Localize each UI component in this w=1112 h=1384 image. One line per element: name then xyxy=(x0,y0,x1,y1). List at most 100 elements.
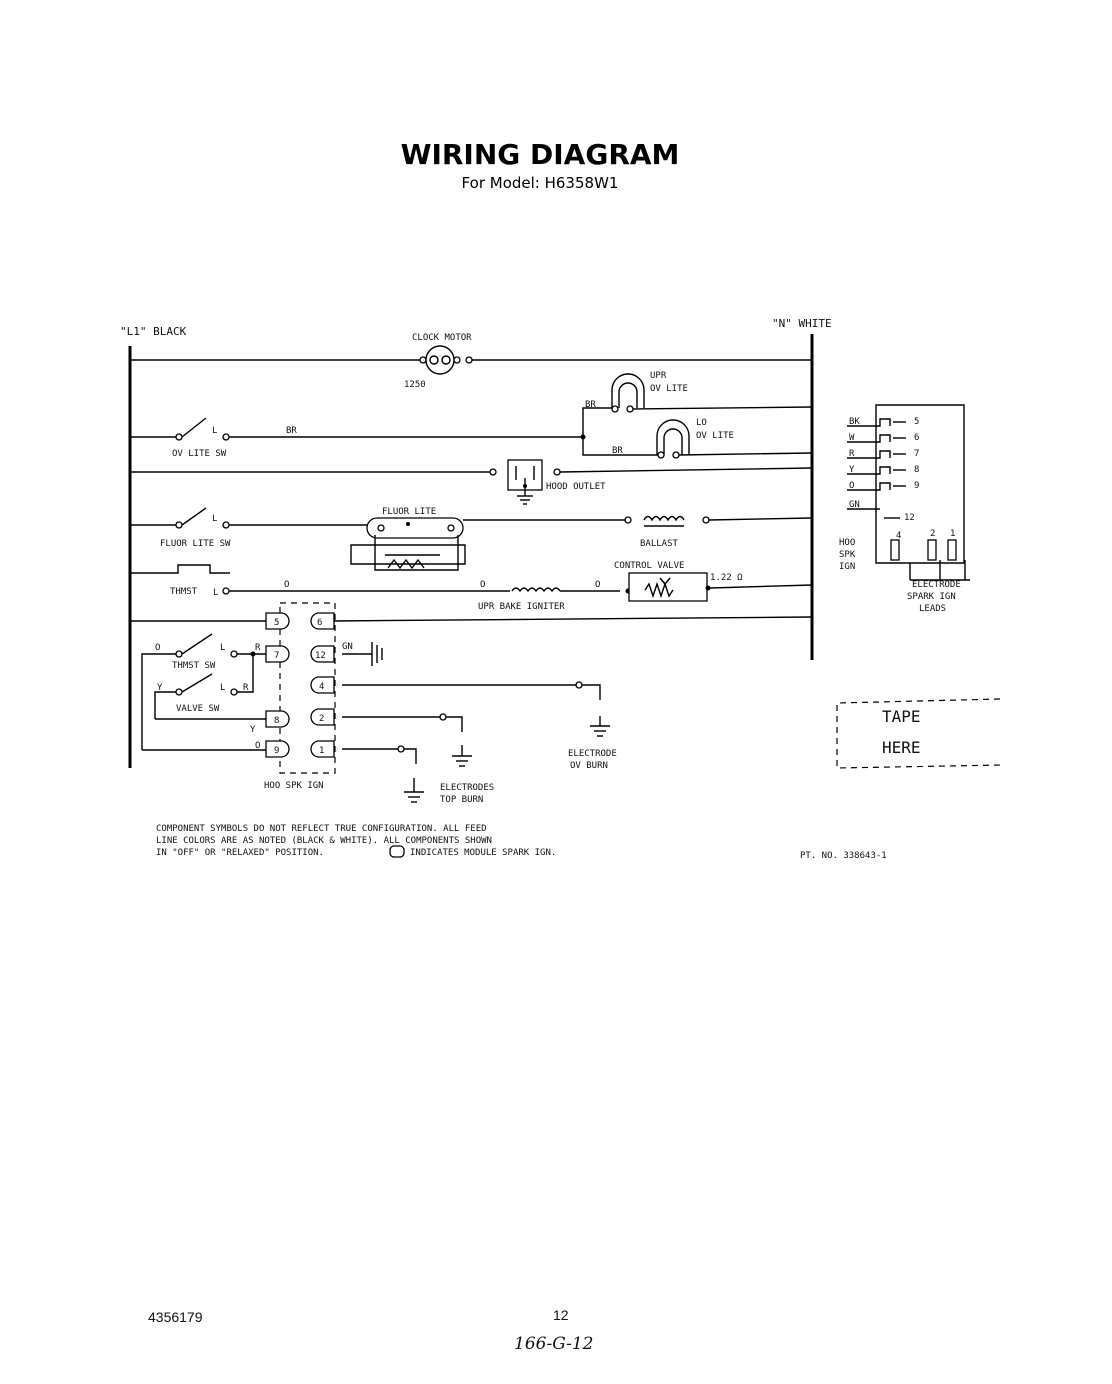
svg-text:L: L xyxy=(220,643,225,653)
wire-y-pin8: Y xyxy=(250,725,256,735)
upr-lite-label-2: OV LITE xyxy=(650,384,688,394)
electrode-leads: ELECTRODE OV BURN ELECTRODES TOP BURN xyxy=(342,681,617,805)
clock-motor-circuit: CLOCK MOTOR 1250 xyxy=(130,333,812,390)
electrode-ov-burn-1: ELECTRODE xyxy=(568,749,617,759)
module-feed-n xyxy=(333,616,813,622)
upr-lite-label-1: UPR xyxy=(650,371,667,381)
lo-lite-label-1: LO xyxy=(696,418,707,428)
pin-8: 8 xyxy=(274,716,279,726)
wire-br-sw: BR xyxy=(286,426,297,436)
module-symbol xyxy=(389,845,405,858)
page-title: WIRING DIAGRAM xyxy=(401,138,680,171)
legend-bottom-pin-2: 2 xyxy=(930,529,935,539)
upper-oven-lite: BR UPR OV LITE xyxy=(582,371,813,437)
legend-color-o: O xyxy=(849,481,854,491)
svg-text:L: L xyxy=(212,514,217,524)
note-line-1: COMPONENT SYMBOLS DO NOT REFLECT TRUE CO… xyxy=(156,824,487,834)
legend-leads-3: LEADS xyxy=(919,604,946,614)
legend-color-y: Y xyxy=(849,465,855,475)
note-line-2: LINE COLORS ARE AS NOTED (BLACK & WHITE)… xyxy=(156,836,492,846)
l1-label: "L1" BLACK xyxy=(120,325,187,338)
legend-hoo: HOO xyxy=(839,538,855,548)
spark-module: 5 7 8 9 6 12 4 2 1 HOO SPK IGN xyxy=(264,602,336,791)
legend-pin-8: 8 xyxy=(914,465,919,475)
legend-pin-6: 6 xyxy=(914,433,919,443)
legend-bottom-pin-4: 4 xyxy=(896,531,901,541)
pin-9: 9 xyxy=(274,746,279,756)
tape-label: TAPE xyxy=(882,707,921,726)
thermostat-circuit: THMST L O O O CONTROL VALVE 1.22 Ω UPR B… xyxy=(130,561,813,612)
pin-1: 1 xyxy=(319,746,324,756)
ballast-label: BALLAST xyxy=(640,539,679,549)
wire-o-left: O xyxy=(155,643,160,653)
pin-7: 7 xyxy=(274,651,279,661)
wire-br-upper: BR xyxy=(585,400,596,410)
legend-bottom-pin-1: 1 xyxy=(950,529,955,539)
thmst-sw-label: THMST SW xyxy=(172,661,216,671)
wire-o-igniter: O xyxy=(480,580,485,590)
wire-r-valve: R xyxy=(243,683,249,693)
legend-color-r: R xyxy=(849,449,855,459)
pin-4: 4 xyxy=(319,682,324,692)
electrode-ov-burn-2: OV BURN xyxy=(570,761,608,771)
legend-pin-7: 7 xyxy=(914,449,919,459)
clock-motor-resistance: 1250 xyxy=(404,380,426,390)
doc-number: 4356179 xyxy=(148,1309,203,1325)
svg-text:L: L xyxy=(220,683,225,693)
legend-color-w: W xyxy=(849,433,855,443)
svg-text:L: L xyxy=(213,588,218,598)
hood-outlet-circuit: HOOD OUTLET xyxy=(130,459,813,505)
control-valve-label: CONTROL VALVE xyxy=(614,561,684,571)
legend-leads-1: ELECTRODE xyxy=(912,580,961,590)
pin-5: 5 xyxy=(274,618,279,628)
electrodes-top-burn-1: ELECTRODES xyxy=(440,783,494,793)
legend-pin-12: 12 xyxy=(904,513,915,523)
clock-motor-label: CLOCK MOTOR xyxy=(412,333,472,343)
part-number: PT. NO. 338643-1 xyxy=(800,851,887,861)
legend-ign: IGN xyxy=(839,562,855,572)
svg-text:L: L xyxy=(212,426,217,436)
pin-2: 2 xyxy=(319,714,324,724)
wire-o-thmst: O xyxy=(284,580,289,590)
hood-outlet-label: HOOD OUTLET xyxy=(546,482,606,492)
ov-lite-sw-label: OV LITE SW xyxy=(172,449,227,459)
electrodes-top-burn-2: TOP BURN xyxy=(440,795,483,805)
hood-spk-ign-label: HOO SPK IGN xyxy=(264,781,324,791)
thmst-label: THMST xyxy=(170,587,198,597)
fluor-lite-circuit: L FLUOR LITE BALLAST FLUOR LITE SW xyxy=(130,507,813,571)
lo-lite-label-2: OV LITE xyxy=(696,431,734,441)
valve-resistance: 1.22 Ω xyxy=(710,573,743,583)
page-number: 12 xyxy=(553,1307,569,1323)
wire-gn: GN xyxy=(342,642,353,652)
pin-12: 12 xyxy=(315,651,326,661)
pin-12-ground: GN xyxy=(342,642,383,666)
wire-r-pin7: R xyxy=(255,643,261,653)
note-line-3: IN "OFF" OR "RELAXED" POSITION. xyxy=(156,848,324,858)
module-pinout-legend: BK 5 W 6 R 7 Y 8 O 9 GN 12 4 2 1 HOO SPK… xyxy=(839,404,970,614)
tape-here-box: TAPE HERE xyxy=(836,698,1003,769)
fluor-lite-label: FLUOR LITE xyxy=(382,507,436,517)
wire-o-pin9: O xyxy=(255,741,260,751)
wire-o-valve: O xyxy=(595,580,600,590)
valve-sw-label: VALVE SW xyxy=(176,704,220,714)
pin-6: 6 xyxy=(317,618,322,628)
thmst-valve-switches: L O R THMST SW L Y R VALVE SW Y O xyxy=(141,633,266,751)
note-line-4: INDICATES MODULE SPARK IGN. xyxy=(410,848,556,858)
n-label: "N" WHITE xyxy=(772,317,832,330)
lower-oven-lite: BR LO OV LITE xyxy=(582,418,813,459)
wire-br-lower: BR xyxy=(612,446,623,456)
oven-lite-switch-circuit: L BR OV LITE SW xyxy=(130,417,586,459)
fluor-lite-sw-label: FLUOR LITE SW xyxy=(160,539,231,549)
legend-color-gn: GN xyxy=(849,500,860,510)
legend-pin-5: 5 xyxy=(914,417,919,427)
legend-pin-9: 9 xyxy=(914,481,919,491)
legend-spk: SPK xyxy=(839,550,856,560)
legend-leads-2: SPARK IGN xyxy=(907,592,956,602)
wire-y-valve: Y xyxy=(157,683,163,693)
legend-color-bk: BK xyxy=(849,417,860,427)
page-subtitle: For Model: H6358W1 xyxy=(462,174,619,192)
handwritten-code: 166-G-12 xyxy=(514,1334,593,1354)
here-label: HERE xyxy=(882,738,921,757)
igniter-label: UPR BAKE IGNITER xyxy=(478,602,565,612)
